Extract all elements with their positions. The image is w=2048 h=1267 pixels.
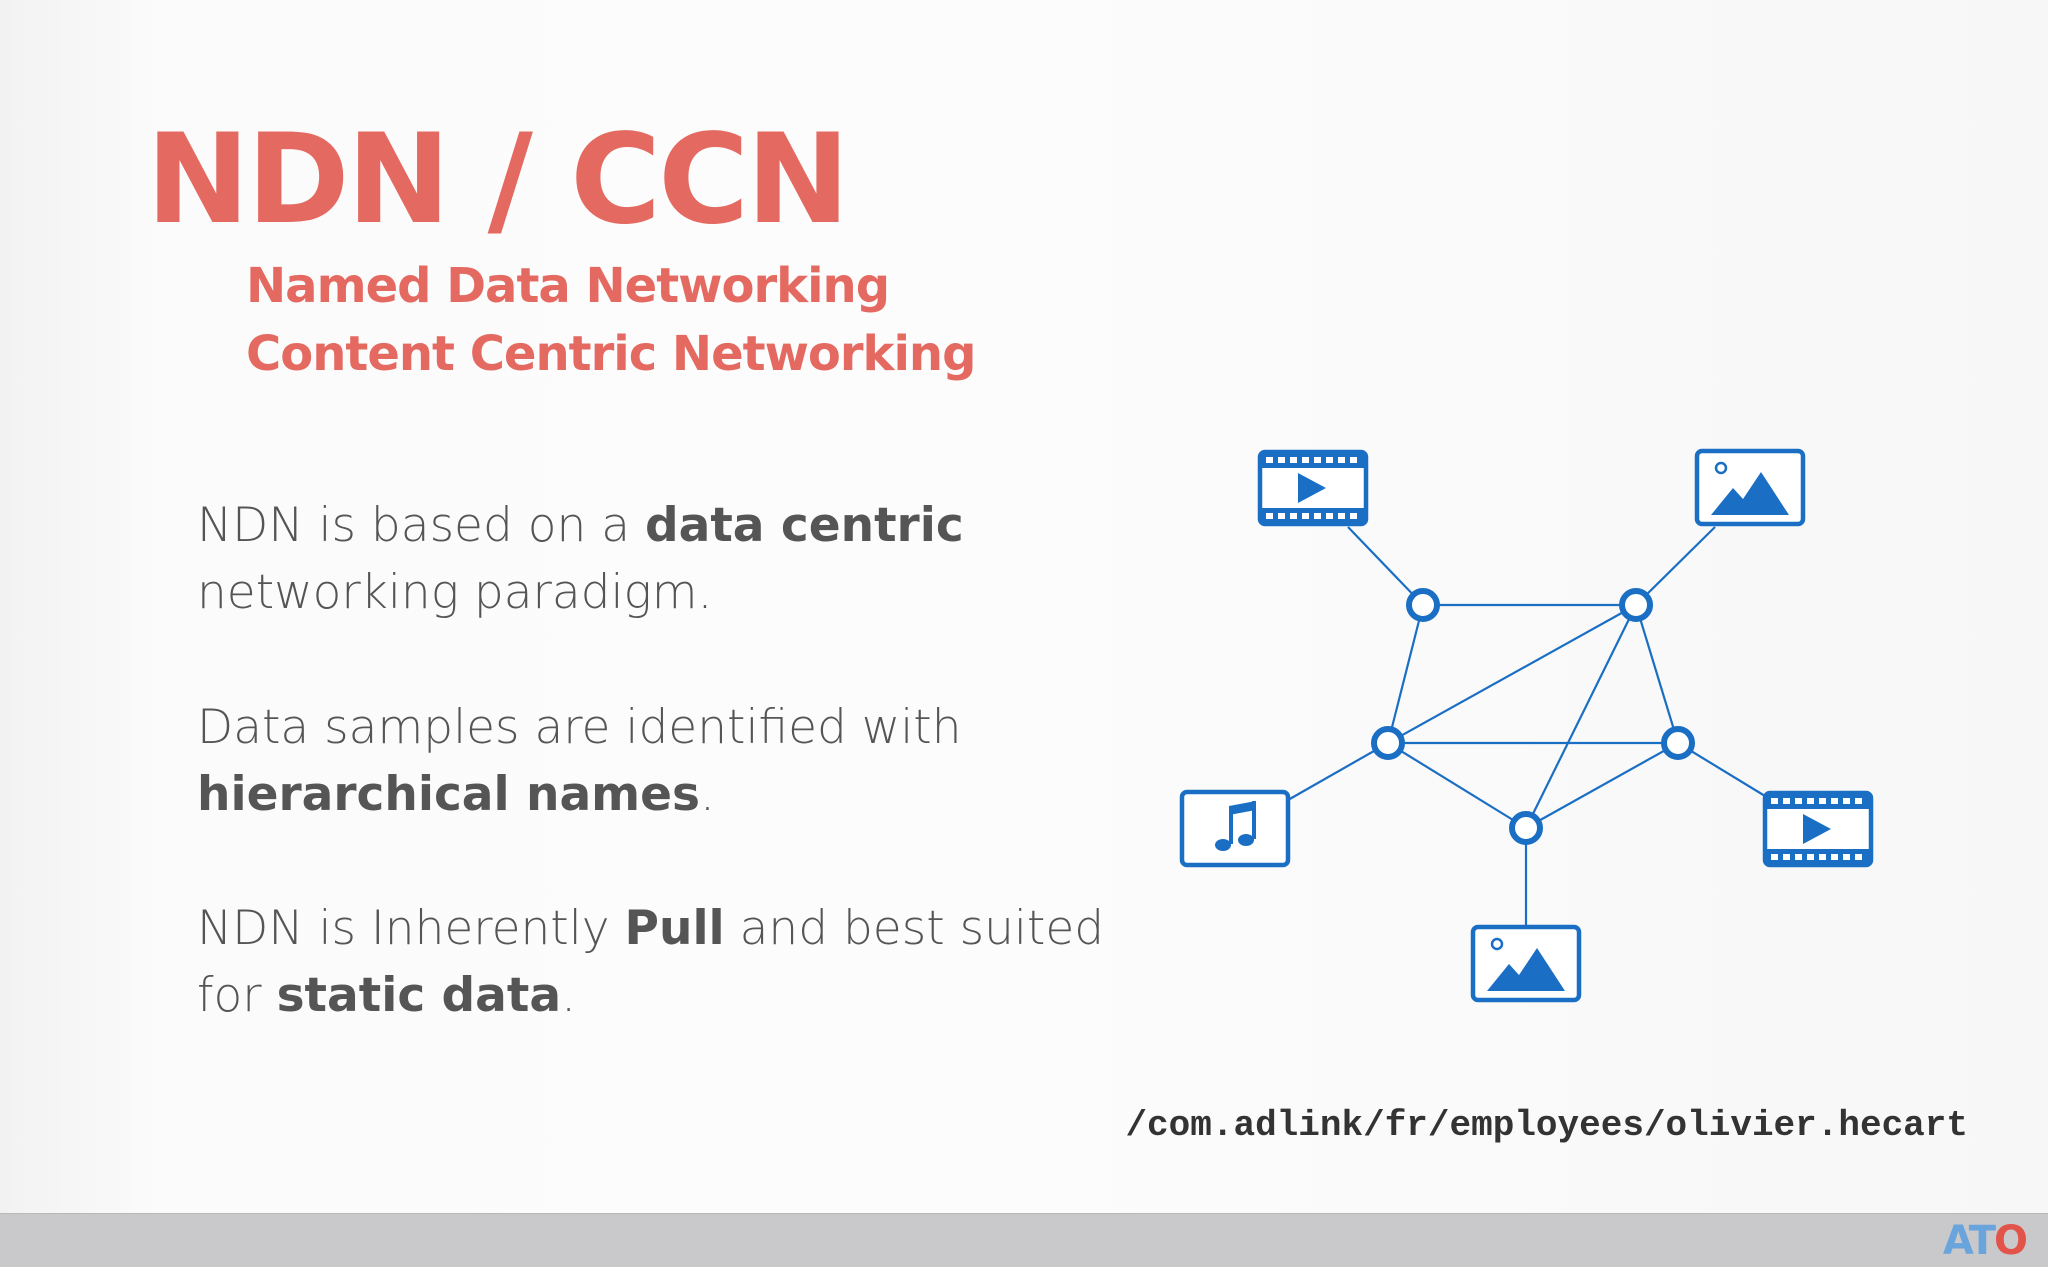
- subtitle-named-data-networking: Named Data Networking: [246, 258, 890, 314]
- emphasis-text: data centric: [644, 498, 964, 553]
- paragraph-text: NDN is based on a: [197, 498, 645, 553]
- paragraph-pull-static-data: NDN is Inherently Pull and best suited f…: [197, 895, 1104, 1029]
- paragraph-hierarchical-names: Data samples are identified with hierarc…: [197, 694, 962, 828]
- logo-text: AT: [1942, 1218, 1996, 1264]
- image-icon: [1694, 448, 1806, 527]
- slide: NDN / CCN Named Data Networking Content …: [0, 0, 2048, 1213]
- video-icon: [1762, 790, 1874, 868]
- footer-bar: ATO: [0, 1213, 2048, 1267]
- video-icon: [1257, 449, 1369, 527]
- network-node: [1661, 726, 1695, 760]
- network-node: [1406, 588, 1440, 622]
- ato-logo: ATO: [1942, 1218, 2028, 1264]
- example-hierarchical-name: /com.adlink/fr/employees/olivier.hecart: [1125, 1105, 1968, 1146]
- network-diagram: [1179, 448, 1874, 1003]
- paragraph-data-centric: NDN is based on a data centric networkin…: [197, 492, 964, 626]
- image-icon: [1470, 924, 1582, 1003]
- logo-text: O: [1993, 1218, 2028, 1264]
- paragraph-text: NDN is Inherently: [197, 901, 625, 956]
- paragraph-text: and best suited: [724, 901, 1105, 956]
- paragraph-text: .: [700, 767, 715, 822]
- slide-title: NDN / CCN: [146, 108, 850, 252]
- paragraph-text: Data samples are identified with: [197, 700, 962, 755]
- emphasis-text: Pull: [624, 901, 725, 956]
- network-node: [1371, 726, 1405, 760]
- music-icon: [1179, 789, 1291, 868]
- emphasis-text: hierarchical names: [197, 767, 701, 822]
- paragraph-text: .: [561, 968, 577, 1023]
- network-node: [1619, 588, 1653, 622]
- network-node: [1509, 811, 1543, 845]
- emphasis-text: static data: [276, 968, 562, 1023]
- paragraph-text: networking paradigm.: [197, 565, 713, 620]
- paragraph-text: for: [197, 968, 277, 1023]
- subtitle-content-centric-networking: Content Centric Networking: [246, 326, 976, 382]
